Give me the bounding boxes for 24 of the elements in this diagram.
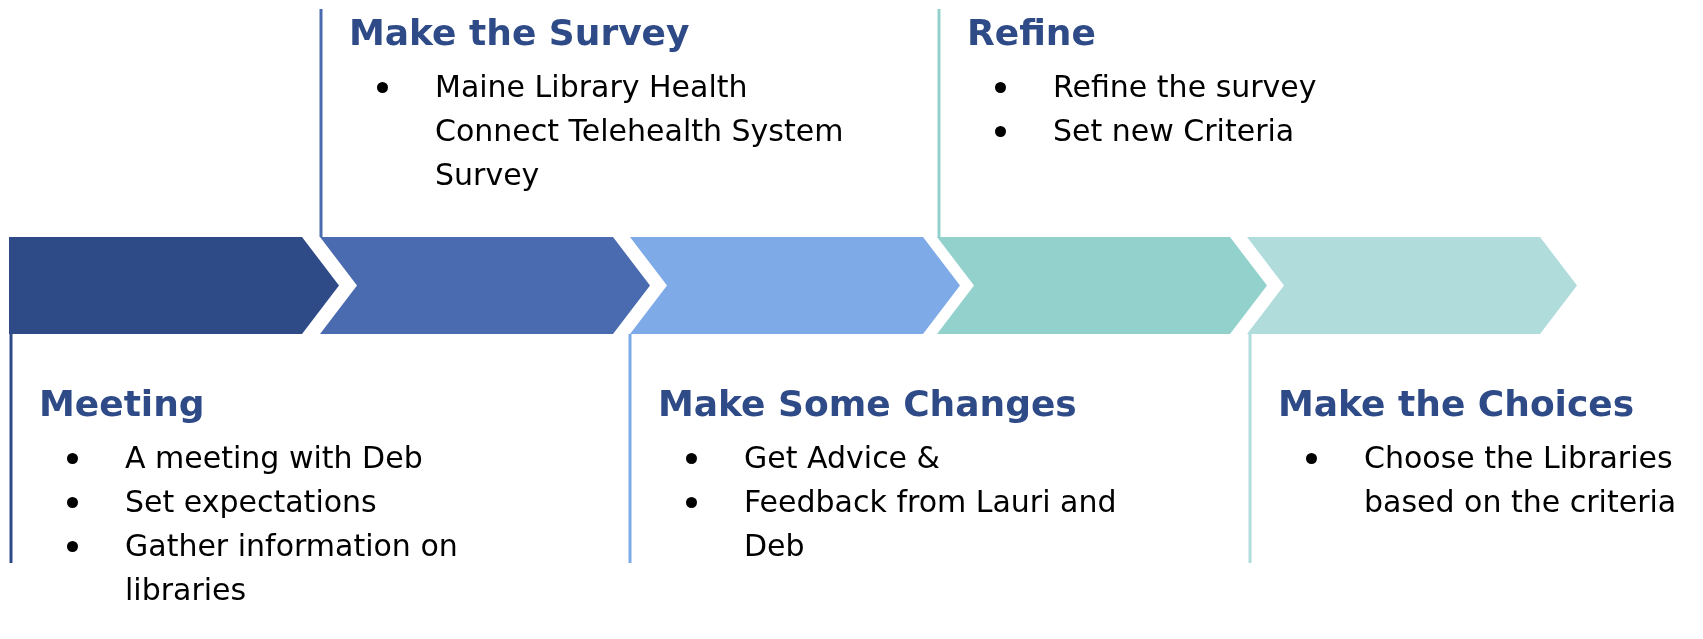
bullet-text: Choose the Libraries based on the criteria (1364, 439, 1678, 521)
step-heading: Make Some Changes (658, 382, 1077, 426)
step-heading: Make the Choices (1278, 382, 1635, 426)
step-heading: Meeting (39, 382, 205, 426)
bullet-text: Feedback from Lauri and Deb (744, 483, 1118, 565)
chevron-band (937, 237, 1267, 334)
bullet-text: Get Advice & (744, 439, 940, 477)
connector-line (319, 9, 323, 237)
chevron-band (630, 237, 960, 334)
bullet-text: Maine Library Health Connect Telehealth System Survey (435, 68, 845, 194)
bullet-text: Set new Criteria (1053, 112, 1295, 150)
step-heading: Refine (967, 11, 1096, 55)
bullet-text: Gather information on libraries (125, 527, 459, 609)
connector-line (628, 334, 632, 563)
chevron-band (320, 237, 650, 334)
chevron-band (9, 237, 339, 334)
step-heading: Make the Survey (349, 11, 690, 55)
connector-line (937, 9, 941, 237)
chevron-band (1247, 237, 1577, 334)
bullet-text: A meeting with Deb (125, 439, 423, 477)
bullet-text: Set expectations (125, 483, 377, 521)
bullet-text: Refine the survey (1053, 68, 1317, 106)
connector-line (9, 334, 13, 563)
connector-line (1248, 334, 1252, 563)
